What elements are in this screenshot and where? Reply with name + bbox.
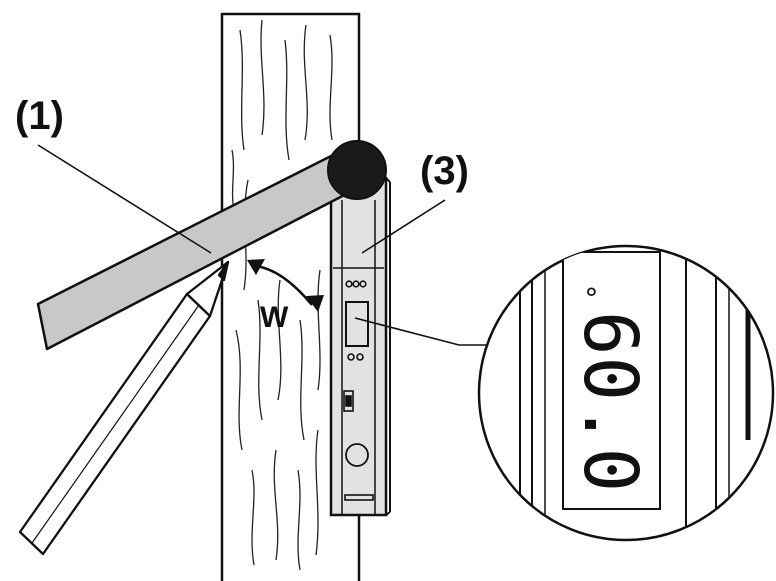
label-part-1: (1) bbox=[15, 94, 64, 138]
level-device bbox=[329, 176, 391, 517]
button-icon bbox=[345, 443, 369, 467]
label-part-3: (3) bbox=[420, 149, 469, 193]
lcd-reading: 60.0 bbox=[567, 311, 653, 494]
pencil-icon bbox=[18, 260, 230, 556]
indicator-dots-top bbox=[345, 280, 367, 288]
pivot-knob-icon bbox=[327, 140, 387, 200]
lcd-screen bbox=[562, 251, 661, 510]
wood-grain bbox=[231, 19, 343, 571]
indicator-dots-bottom bbox=[347, 353, 364, 361]
bubble-vial bbox=[343, 390, 354, 412]
magnifier-callout bbox=[477, 244, 775, 542]
double-arrow-icon bbox=[247, 259, 324, 312]
label-angle-w: W bbox=[260, 301, 289, 334]
mini-display bbox=[345, 301, 369, 347]
degree-symbol: ° bbox=[583, 282, 600, 315]
slot bbox=[344, 494, 374, 501]
